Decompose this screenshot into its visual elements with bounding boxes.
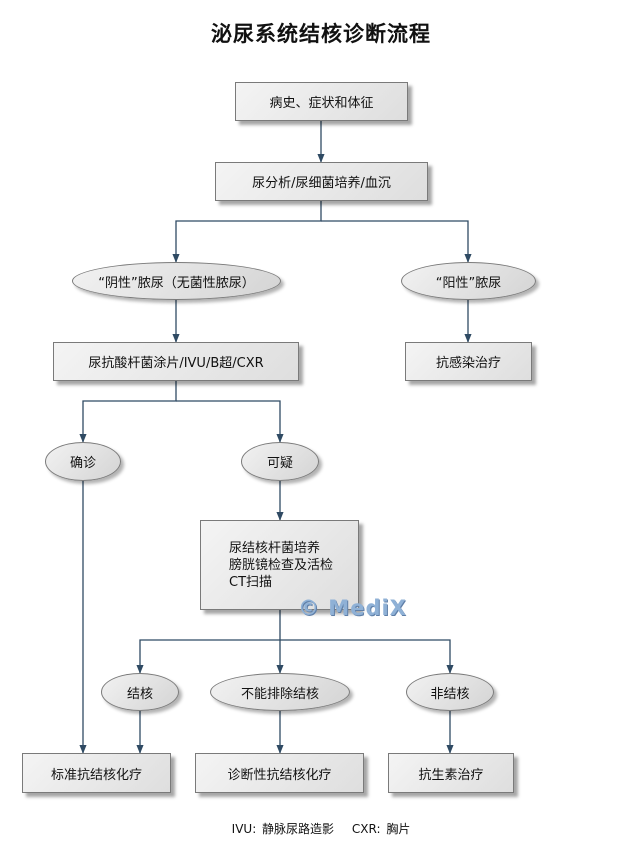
suspected-ellipse: 可疑 <box>241 442 319 481</box>
further-tests-box: 尿结核杆菌培养 膀胱镜检查及活检 CT扫描 <box>200 520 359 610</box>
footnote: IVU: 静脉尿路造影 CXR: 胸片 <box>0 820 642 837</box>
arrow-tests-nontb <box>280 639 454 674</box>
sterile-pyuria-ellipse: “阴性”脓尿（无菌性脓尿） <box>72 262 281 300</box>
standard-treatment-box: 标准抗结核化疗 <box>22 753 171 793</box>
arrow-afb-suspected <box>176 400 284 443</box>
footnote-ivu: IVU: 静脉尿路造影 <box>231 822 335 836</box>
arrow-urinalysis-positive <box>321 220 472 263</box>
diagnostic-treatment-box: 诊断性抗结核化疗 <box>195 753 364 793</box>
history-box: 病史、症状和体征 <box>235 82 408 121</box>
confirmed-ellipse: 确诊 <box>45 442 121 481</box>
arrow-afb-confirmed <box>79 381 177 443</box>
medix-watermark: © MediX <box>298 596 407 620</box>
urinalysis-box: 尿分析/尿细菌培养/血沉 <box>215 162 428 201</box>
page-title: 泌尿系统结核诊断流程 <box>211 22 431 46</box>
positive-pyuria-ellipse: “阳性”脓尿 <box>401 262 536 300</box>
further-test-cystoscopy: 膀胱镜检查及活检 <box>229 557 334 573</box>
tb-ellipse: 结核 <box>101 673 179 711</box>
arrow-tests-tb <box>136 610 281 674</box>
arrow-urinalysis-sterile <box>172 201 322 263</box>
further-test-culture: 尿结核杆菌培养 <box>229 540 321 556</box>
further-test-ct: CT扫描 <box>229 574 273 590</box>
non-tb-ellipse: 非结核 <box>406 673 494 711</box>
afb-tests-box: 尿抗酸杆菌涂片/IVU/B超/CXR <box>53 342 299 381</box>
antibiotic-treatment-box: 抗生素治疗 <box>388 753 514 793</box>
cannot-exclude-ellipse: 不能排除结核 <box>210 673 350 711</box>
anti-infection-box: 抗感染治疗 <box>405 342 532 381</box>
footnote-cxr: CXR: 胸片 <box>351 822 411 836</box>
